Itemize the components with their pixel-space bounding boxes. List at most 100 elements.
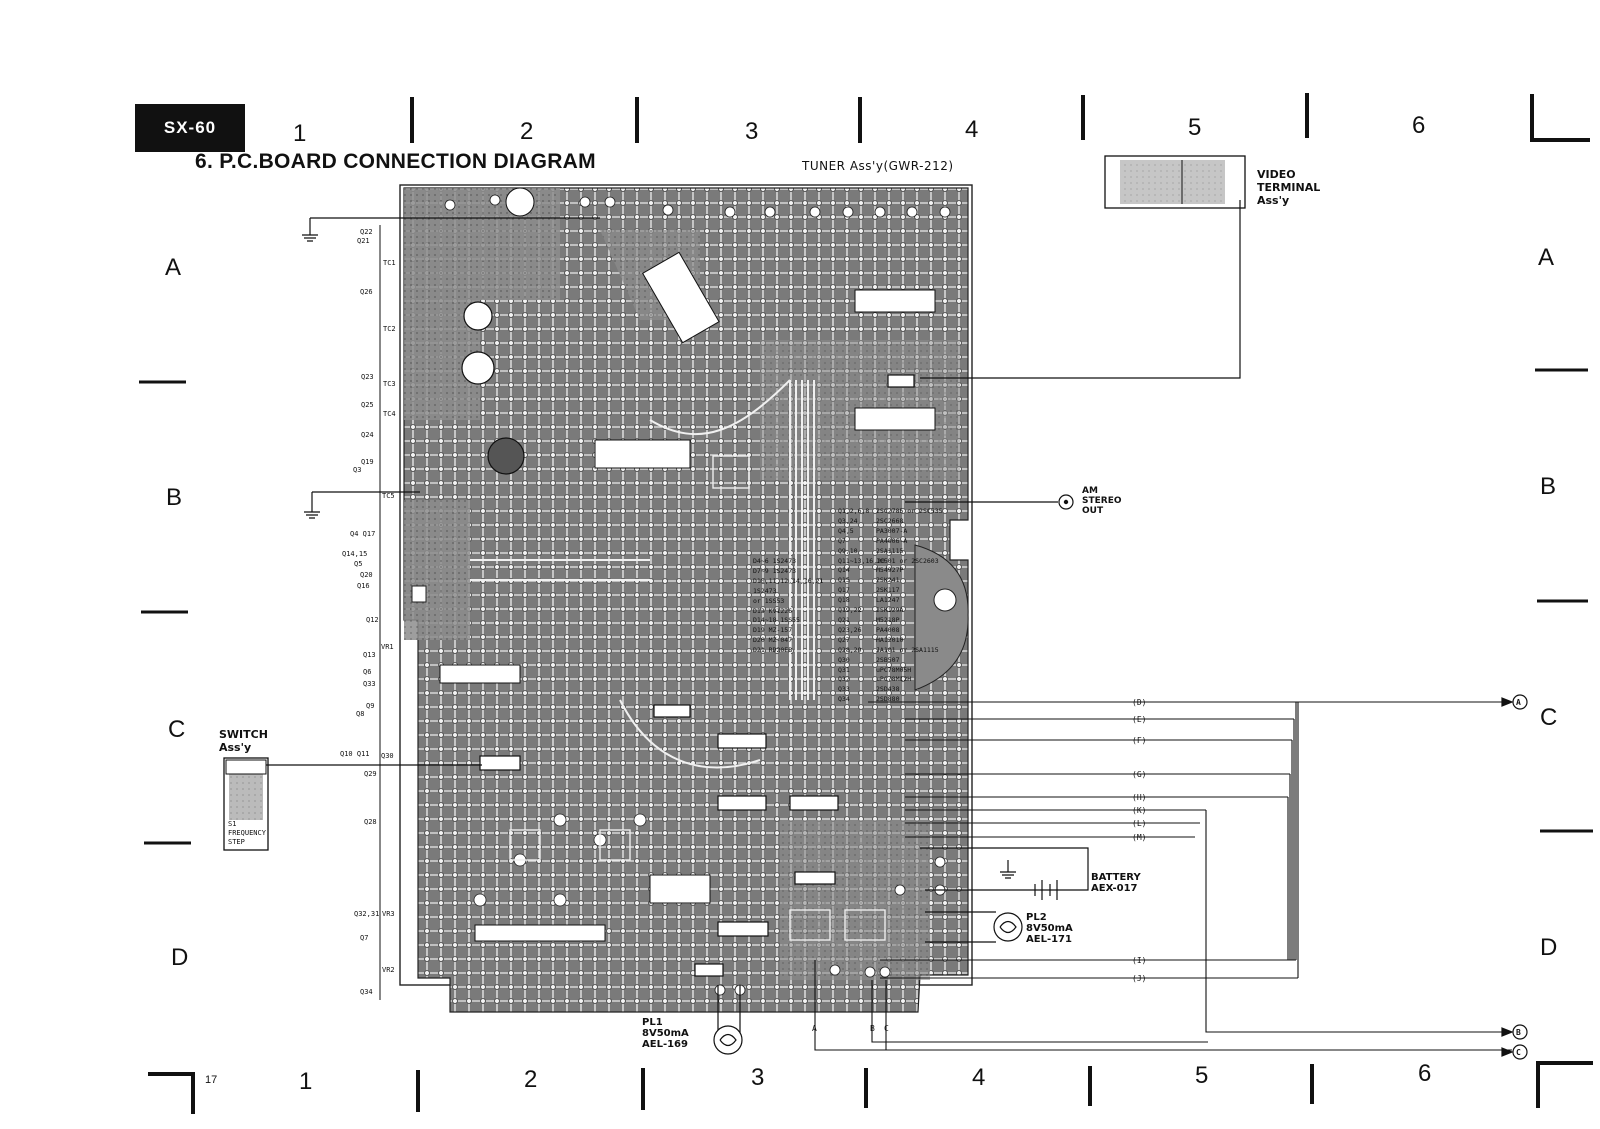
tuner-assy-label: TUNER Ass'y(GWR-212) <box>802 159 954 173</box>
parts-ref: Q23,26 <box>838 625 862 634</box>
parts-ref: Q30 <box>838 655 850 664</box>
edge-connector-c: C <box>1516 1048 1521 1057</box>
parts-list-row: Q18 LA1247 <box>838 596 943 606</box>
parts-ref: Q32 <box>838 675 850 684</box>
parts-list-row: Q11~13,16,20JC501 or 2SC2603 <box>838 557 943 567</box>
left-label-q21: Q21 <box>357 237 370 245</box>
parts-type: JA101 or 2SA1115 <box>876 645 939 654</box>
parts-ref: Q33 <box>838 685 850 694</box>
left-label-q29: Q29 <box>364 770 377 778</box>
left-label-vr1: VR1 <box>381 643 394 651</box>
column-number-4-top: 4 <box>965 116 979 143</box>
left-label-q23: Q23 <box>361 373 374 381</box>
parts-type: LA1247 <box>876 596 900 605</box>
pl2-lamp <box>925 911 1023 943</box>
pcb-board <box>399 184 973 1013</box>
column-number-5-bottom: 5 <box>1195 1062 1209 1089</box>
left-label-q3: Q3 <box>353 466 362 474</box>
left-label-q13: Q13 <box>363 651 376 659</box>
parts-ref: Q11~13,16,20 <box>838 556 885 565</box>
bottom-pin-c: C <box>884 1024 889 1033</box>
parts-type: uPC78M12H <box>876 675 912 684</box>
parts-ref: Q9,10 <box>838 546 858 555</box>
left-label-vr3: VR3 <box>382 910 395 918</box>
switch-assy-sublabel: S1 FREQUENCY STEP <box>228 820 266 846</box>
row-letter-a-right: A <box>1538 244 1555 271</box>
connector-g-label: (G) <box>1132 770 1147 779</box>
left-label-q32-31: Q32,31 <box>354 910 380 918</box>
connector-e-label: (E) <box>1132 715 1147 724</box>
left-label-q4-q17: Q4 Q17 <box>350 530 376 538</box>
parts-ref: Q18 <box>838 596 850 605</box>
model-badge: SX-60 <box>135 104 245 152</box>
left-label-q7: Q7 <box>360 934 369 942</box>
parts-type: uPC78M05H <box>876 665 912 674</box>
page-number: 17 <box>205 1074 218 1086</box>
left-label-q10-q11: Q10 Q11 <box>340 750 370 758</box>
parts-ref: Q27 <box>838 635 850 644</box>
column-number-1-bottom: 1 <box>299 1068 313 1095</box>
parts-list-row: Q32 uPC78M12H <box>838 675 943 685</box>
parts-type: 2SK117 <box>876 586 900 595</box>
left-label-q19: Q19 <box>361 458 374 466</box>
diode-list-row: 1S2473 <box>753 586 777 595</box>
column-number-2-top: 2 <box>520 118 534 145</box>
connector-i-label: (I) <box>1132 956 1147 965</box>
connector-d-label: (D) <box>1132 698 1147 707</box>
left-label-q33: Q33 <box>363 680 376 688</box>
left-label-q8: Q8 <box>356 710 365 718</box>
parts-ref: Q3,24 <box>838 516 858 525</box>
connector-f-label: (F) <box>1132 736 1147 745</box>
parts-type: PA4006-A <box>876 536 908 545</box>
diode-list-row: or 1SS53 <box>753 596 785 605</box>
diode-list-row: D7~9 1S2473 <box>753 566 797 575</box>
parts-list-row: Q30 2SB507 <box>838 656 943 666</box>
connector-j-label: (J) <box>1132 974 1147 983</box>
parts-type: PA3007-A <box>876 526 908 535</box>
parts-ref: Q7 <box>838 536 846 545</box>
connector-m-label: (M) <box>1132 833 1147 842</box>
left-label-tc5: TC5 <box>382 492 395 500</box>
battery-symbol <box>920 847 1089 900</box>
column-number-6-bottom: 6 <box>1418 1060 1432 1087</box>
parts-type: 2SB507 <box>876 655 900 664</box>
diode-list-row: D10,11,12,14,16,21 <box>753 576 824 585</box>
page-title: 6. P.C.BOARD CONNECTION DIAGRAM <box>195 150 596 173</box>
switch-assy-board <box>223 757 482 851</box>
left-label-q22: Q22 <box>360 228 373 236</box>
parts-type: 2SK129A <box>876 606 904 615</box>
edge-connector-a: A <box>1516 698 1521 707</box>
column-number-6-top: 6 <box>1412 112 1426 139</box>
parts-ref: Q17 <box>838 586 850 595</box>
video-terminal-label: VIDEO TERMINAL Ass'y <box>1257 168 1321 207</box>
left-label-q12: Q12 <box>366 616 379 624</box>
left-label-q16: Q16 <box>357 582 370 590</box>
switch-assy-label: SWITCH Ass'y <box>219 728 268 754</box>
left-label-q20: Q20 <box>360 571 373 579</box>
parts-type: JC501 or 2SC2603 <box>876 556 939 565</box>
parts-ref: Q21 <box>838 615 850 624</box>
left-label-tc2: TC2 <box>383 325 396 333</box>
parts-ref: Q28,29 <box>838 645 862 654</box>
parts-type: 2SC2785 or 2SC535 <box>876 507 943 515</box>
am-stereo-out-label: AM STEREO OUT <box>1082 486 1122 516</box>
parts-ref: Q31 <box>838 665 850 674</box>
row-letter-d-right: D <box>1540 934 1558 961</box>
row-letter-d-left: D <box>171 944 189 971</box>
column-number-2-bottom: 2 <box>524 1066 538 1093</box>
video-terminal-board <box>920 155 1246 379</box>
battery-label: BATTERY AEX-017 <box>1091 872 1141 894</box>
left-label-q26: Q26 <box>360 288 373 296</box>
left-label-q9: Q9 <box>366 702 375 710</box>
bottom-pin-b: B <box>870 1024 875 1033</box>
row-letter-c-right: C <box>1540 704 1558 731</box>
left-label-q5: Q5 <box>354 560 363 568</box>
parts-type: 2SK241 <box>876 576 900 585</box>
left-label-vr2: VR2 <box>382 966 395 974</box>
diode-list-row: D20 MZ-047 <box>753 636 793 645</box>
